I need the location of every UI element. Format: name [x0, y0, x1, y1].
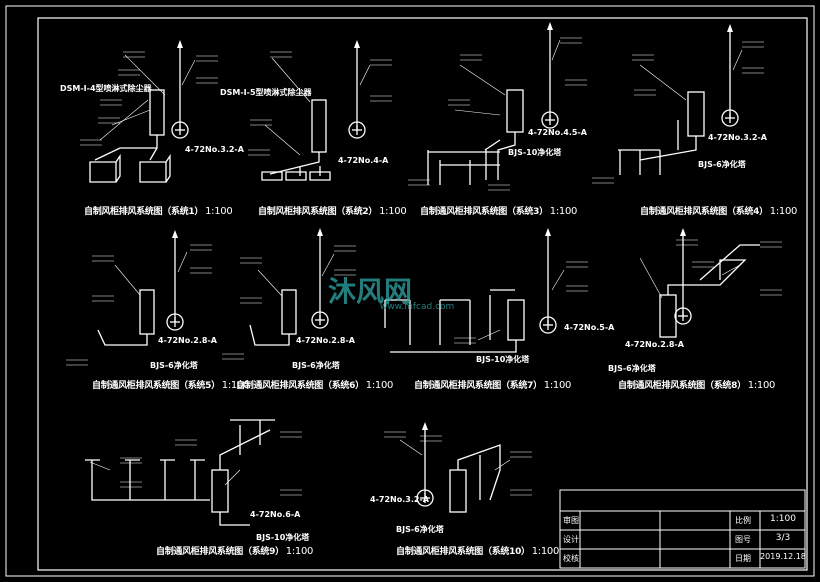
system-6-equipment-2: BJS-6净化塔	[292, 360, 341, 370]
system-10-equipment-2: BJS-6净化塔	[396, 524, 445, 534]
system-3-diagram	[407, 21, 588, 191]
system-4-diagram	[591, 23, 765, 184]
system-1-equipment-2: 4-72No.3.2-A	[185, 145, 245, 154]
system-5-equipment-1: 4-72No.2.8-A	[158, 336, 218, 345]
system-7-diagram	[384, 227, 589, 353]
system-2-equipment-2: 4-72No.4-A	[338, 156, 389, 165]
title-block-label-sheet: 图号	[735, 535, 751, 544]
system-9-title: 自制通风柜排风系统图（系统9）1:100	[156, 546, 314, 557]
system-5-equipment-2: BJS-6净化塔	[150, 360, 199, 370]
watermark-logo: 沐风网	[328, 275, 413, 308]
title-block-label-design: 设计	[563, 535, 579, 544]
system-5-title: 自制通风柜排风系统图（系统5）1:100	[92, 380, 250, 391]
system-9-equipment-2: BJS-10净化塔	[256, 532, 310, 542]
title-block-label-date: 日期	[735, 554, 751, 563]
system-3-equipment-2: BJS-10净化塔	[508, 147, 562, 157]
system-10-diagram	[383, 421, 533, 513]
system-6-diagram	[221, 227, 357, 360]
title-block-label-review: 审图	[563, 516, 579, 525]
system-1-diagram	[79, 39, 219, 183]
title-block-date-value: 2019.12.18	[760, 552, 806, 561]
watermark-url: www.mfcad.com	[380, 302, 455, 312]
system-8-title: 自制通风柜排风系统图（系统8）1:100	[618, 380, 776, 391]
title-block-label-check: 校核	[563, 554, 579, 563]
title-block-scale-value: 1:100	[770, 514, 796, 524]
system-9-equipment-1: 4-72No.6-A	[250, 510, 301, 519]
system-2-equipment-1: DSM-Ⅰ-5型喷淋式除尘器	[220, 87, 313, 97]
system-10-title: 自制通风柜排风系统图（系统10）1:100	[396, 546, 560, 557]
system-6-equipment-1: 4-72No.2.8-A	[296, 336, 356, 345]
title-block	[559, 489, 806, 569]
system-5-diagram	[65, 229, 213, 366]
system-3-equipment-1: 4-72No.4.5-A	[528, 128, 588, 137]
system-10-equipment-1: 4-72No.3.2-A	[370, 495, 430, 504]
system-4-equipment-1: 4-72No.3.2-A	[708, 133, 768, 142]
system-3-title: 自制通风柜排风系统图（系统3）1:100	[420, 206, 578, 217]
system-1-title: 自制风柜排风系统图（系统1）1:100	[84, 206, 233, 217]
system-1-equipment-1: DSM-Ⅰ-4型喷淋式除尘器	[60, 83, 153, 93]
system-7-title: 自制通风柜排风系统图（系统7）1:100	[414, 380, 572, 391]
system-7-equipment-2: BJS-10净化塔	[476, 354, 530, 364]
title-block-sheet-value: 3/3	[775, 533, 791, 543]
system-4-equipment-2: BJS-6净化塔	[698, 159, 747, 169]
system-9-diagram	[85, 419, 303, 526]
system-2-title: 自制风柜排风系统图（系统2）1:100	[258, 206, 407, 217]
system-8-equipment-2: BJS-6净化塔	[608, 363, 657, 373]
system-4-title: 自制通风柜排风系统图（系统4）1:100	[640, 206, 798, 217]
system-8-diagram	[639, 227, 783, 338]
system-7-equipment-1: 4-72No.5-A	[564, 323, 615, 332]
system-8-equipment-1: 4-72No.2.8-A	[625, 340, 685, 349]
system-2-diagram	[247, 39, 393, 181]
title-block-label-scale: 比例	[735, 516, 751, 525]
system-6-title: 自制通风柜排风系统图（系统6）1:100	[236, 380, 394, 391]
